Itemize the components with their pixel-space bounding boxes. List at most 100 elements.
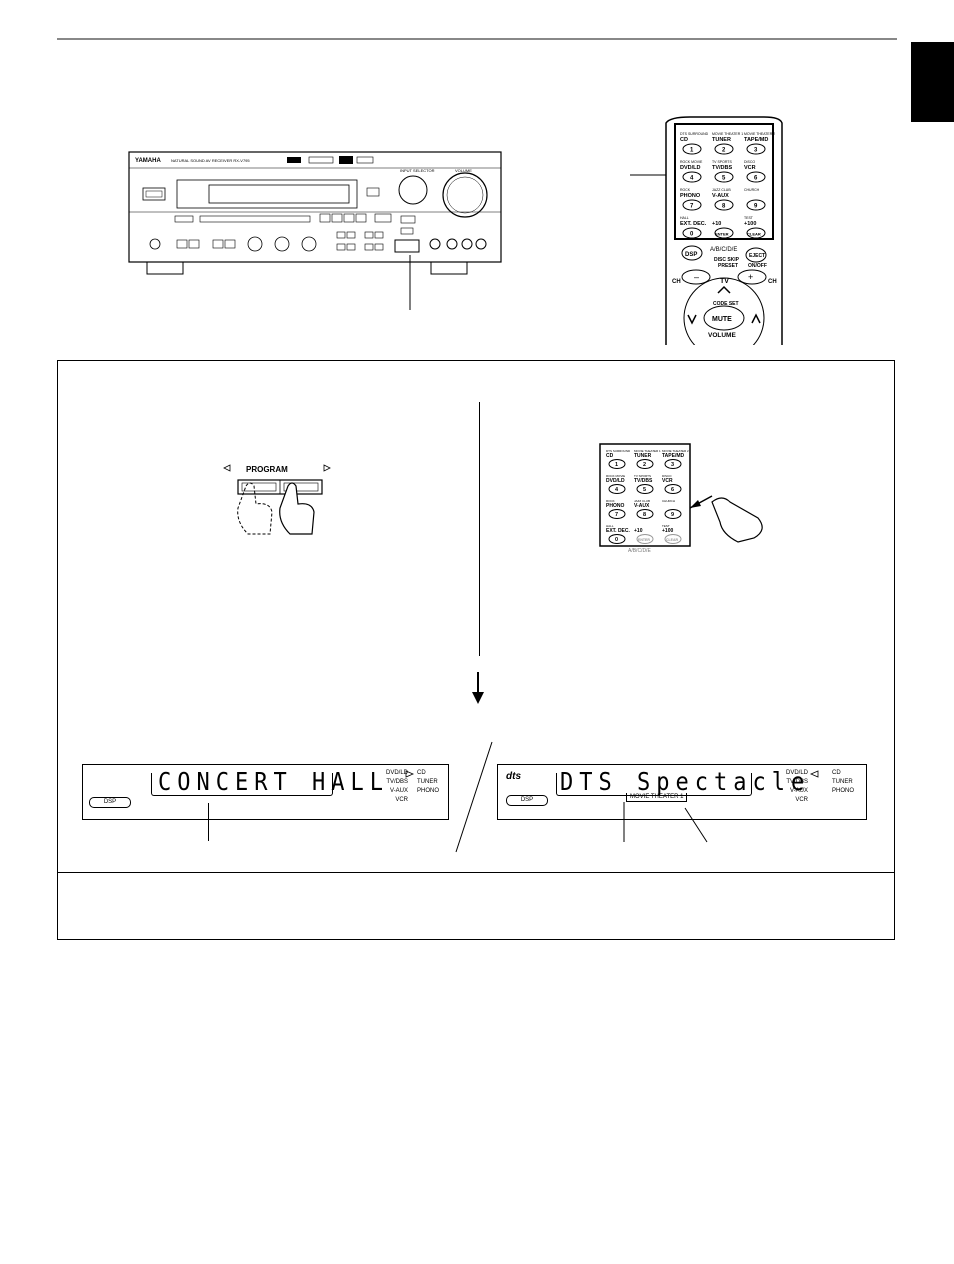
small-key-button[interactable] (664, 484, 682, 494)
top-rule (57, 38, 897, 40)
small-key-number: 1 (615, 462, 618, 468)
small-key-top-label: DISCO (662, 474, 672, 478)
remote-key-label: V-AUX (712, 193, 729, 199)
input-phono: PHONO (417, 788, 440, 794)
display-text-bracket (556, 773, 752, 796)
remote-key-top-label: TV SPORTS (712, 160, 732, 164)
small-key-button[interactable] (608, 459, 626, 469)
input-cd: CD (832, 770, 841, 776)
input-vaux: V-AUX (389, 788, 408, 794)
small-key-button[interactable] (636, 459, 654, 469)
remote-key-label: TUNER (712, 137, 731, 143)
remote-eject-button: EJECT (749, 253, 765, 259)
small-key-button[interactable] (636, 534, 654, 544)
receiver-volume-knob-label: VOLUME (455, 168, 472, 173)
small-key-top-label: MOVIE THEATER 1 (634, 449, 661, 453)
remote-key-button[interactable] (714, 227, 734, 239)
remote-key-number: 9 (754, 204, 758, 210)
left-display-callout (208, 803, 209, 841)
small-key-label: TUNER (634, 453, 652, 459)
dsp-indicator: DSP (89, 797, 131, 808)
remote-key-number: ENTER (715, 232, 729, 237)
remote-plus-button: + (748, 272, 753, 282)
remote-key-number: 2 (722, 148, 726, 154)
remote-mute-button: MUTE (712, 316, 732, 323)
small-key-top-label: HALL (606, 524, 614, 528)
small-key-label: PHONO (606, 503, 624, 509)
remote-key-button[interactable] (714, 143, 734, 155)
dsp-indicator: DSP (506, 795, 548, 806)
remote-key-button[interactable] (746, 143, 766, 155)
small-key-number: 2 (643, 462, 646, 468)
small-key-number: ENTER (638, 538, 650, 542)
small-key-top-label: ROCK MOVIE (606, 474, 625, 478)
receiver-model: NATURAL SOUND AV RECEIVER RX-V795 (171, 158, 250, 163)
input-tuner: TUNER (417, 779, 438, 785)
remote-key-top-label: MOVIE THEATER 1 (712, 132, 743, 136)
small-key-label: TV/DBS (634, 478, 653, 484)
small-key-button[interactable] (664, 509, 682, 519)
small-key-number: 4 (615, 487, 619, 493)
remote-key-top-label: MOVIE THEATER 2 (744, 132, 775, 136)
remote-key-number: 4 (690, 176, 694, 182)
remote-key-top-label: CHURCH (744, 188, 760, 192)
input-tvdbs: TV/DBS (786, 779, 808, 785)
remote-key-button[interactable] (682, 143, 702, 155)
small-key-label: EXT. DEC. (606, 528, 631, 534)
section-tab (911, 42, 954, 122)
small-key-button[interactable] (636, 484, 654, 494)
small-key-top-label: JAZZ CLUB (634, 499, 650, 503)
remote-key-button[interactable] (746, 227, 766, 239)
remote-volume-label: VOLUME (708, 332, 736, 339)
remote-disc-skip-label: DISC SKIP (714, 257, 740, 263)
remote-key-top-label: ROCK (680, 188, 691, 192)
small-key-label: +100 (662, 528, 673, 534)
small-key-label: V-AUX (634, 503, 650, 509)
remote-dsp-button: DSP (685, 252, 697, 258)
small-key-label: CD (606, 453, 614, 459)
remote-key-label: VCR (744, 165, 756, 171)
remote-key-button[interactable] (746, 171, 766, 183)
remote-abcde-label: A/B/C/D/E (710, 247, 737, 253)
small-key-button[interactable] (664, 459, 682, 469)
remote-key-label: +10 (712, 221, 721, 227)
instruction-panel (57, 360, 895, 940)
input-tuner: TUNER (832, 779, 853, 785)
small-key-button[interactable] (636, 509, 654, 519)
remote-key-button[interactable] (714, 199, 734, 211)
remote-key-button[interactable] (714, 171, 734, 183)
small-key-button[interactable] (664, 534, 682, 544)
receiver-front-panel: YAMAHA NATURAL SOUND AV RECEIVER RX-V795… (128, 151, 502, 275)
remote-key-number: 8 (722, 204, 726, 210)
small-key-button[interactable] (608, 509, 626, 519)
small-key-number: 3 (671, 462, 674, 468)
remote-key-number: 7 (690, 204, 694, 210)
remote-key-button[interactable] (682, 199, 702, 211)
input-list-col2: CD TUNER PHONO (417, 769, 439, 796)
small-key-top-label: DTS SURROUND (606, 449, 631, 453)
receiver-input-knob-label: INPUT SELECTOR (400, 168, 435, 173)
small-key-button[interactable] (608, 534, 626, 544)
program-label: PROGRAM (246, 465, 288, 474)
small-key-button[interactable] (608, 484, 626, 494)
remote-tv-label: TV (720, 278, 729, 285)
small-key-number: 5 (643, 487, 646, 493)
display-diagonal-divider (455, 741, 493, 853)
remote-key-button[interactable] (746, 199, 766, 211)
small-abcde-label: A/B/C/D/E (628, 548, 651, 554)
receiver-callout-line (409, 255, 411, 310)
display-main-text: DTS Spectacle (560, 768, 811, 797)
remote-key-top-label: JAZZ CLUB (712, 188, 731, 192)
small-key-label: +10 (634, 528, 643, 534)
remote-key-top-label: DISCO (744, 160, 755, 164)
small-key-top-label: ROCK (606, 499, 615, 503)
display-concert-hall: DSP CONCERT HALL DVD/LD TV/DBS V-AUX VCR… (82, 764, 449, 820)
display-dts-spectacle: dts DSP DTS Spectacle MOVIE THEATER 1 DV… (497, 764, 867, 820)
receiver-brand: YAMAHA (135, 158, 161, 164)
remote-code-set-label: CODE SET (713, 301, 739, 307)
small-key-number: CLEAR (666, 538, 679, 542)
remote-key-button[interactable] (682, 171, 702, 183)
remote-key-button[interactable] (682, 227, 702, 239)
remote-key-label: CD (680, 137, 688, 143)
